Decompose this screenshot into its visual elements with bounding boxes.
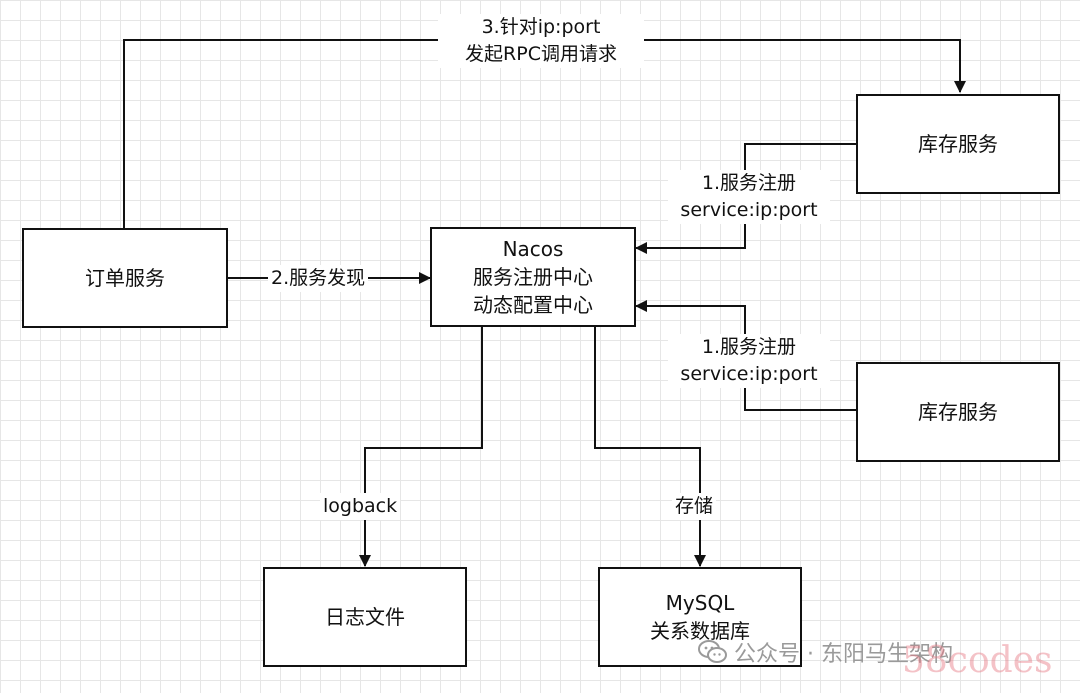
inventory-service-bottom-node: 库存服务 [856,362,1060,462]
watermark-text: 公众号 · 东阳马生架构 [734,642,953,667]
nacos-registry-label: 服务注册中心 [473,265,593,289]
order-service-node: 订单服务 [22,228,228,328]
register-bottom-line-1: 1.服务注册 [701,336,797,358]
register-bottom-line-2: service:ip:port [680,363,818,385]
edge-label-logback: logback [320,493,401,520]
wechat-icon [698,640,727,663]
edge-label-storage: 存储 [672,493,717,520]
mysql-subtitle: 关系数据库 [650,619,750,643]
order-service-label: 订单服务 [85,266,165,290]
rpc-call-line-2: 发起RPC调用请求 [465,43,617,65]
register-top-line-1: 1.服务注册 [701,172,797,194]
nacos-title: Nacos [502,237,564,261]
nacos-node: Nacos 服务注册中心 动态配置中心 [430,227,636,327]
watermark-overlay: 58codes [902,640,1053,681]
edge-label-register-top: 1.服务注册 service:ip:port [668,170,830,224]
nacos-config-label: 动态配置中心 [473,293,593,317]
wechat-watermark: 公众号 · 东阳马生架构 [698,636,953,668]
inventory-service-top-label: 库存服务 [918,132,998,156]
mysql-title: MySQL [665,591,735,615]
register-top-line-2: service:ip:port [680,199,818,221]
edge-label-register-bottom: 1.服务注册 service:ip:port [668,334,830,388]
log-file-node: 日志文件 [263,567,467,667]
mysql-node: MySQL 关系数据库 [598,567,802,667]
inventory-service-top-node: 库存服务 [856,94,1060,194]
edge-label-discovery: 2.服务发现 [268,265,369,292]
log-file-label: 日志文件 [325,605,405,629]
edge-rpc-call [123,39,966,228]
edge-logback [359,327,483,567]
edge-label-rpc-call: 3.针对ip:port 发起RPC调用请求 [438,14,644,68]
inventory-service-bottom-label: 库存服务 [918,400,998,424]
rpc-call-line-1: 3.针对ip:port [481,16,601,38]
